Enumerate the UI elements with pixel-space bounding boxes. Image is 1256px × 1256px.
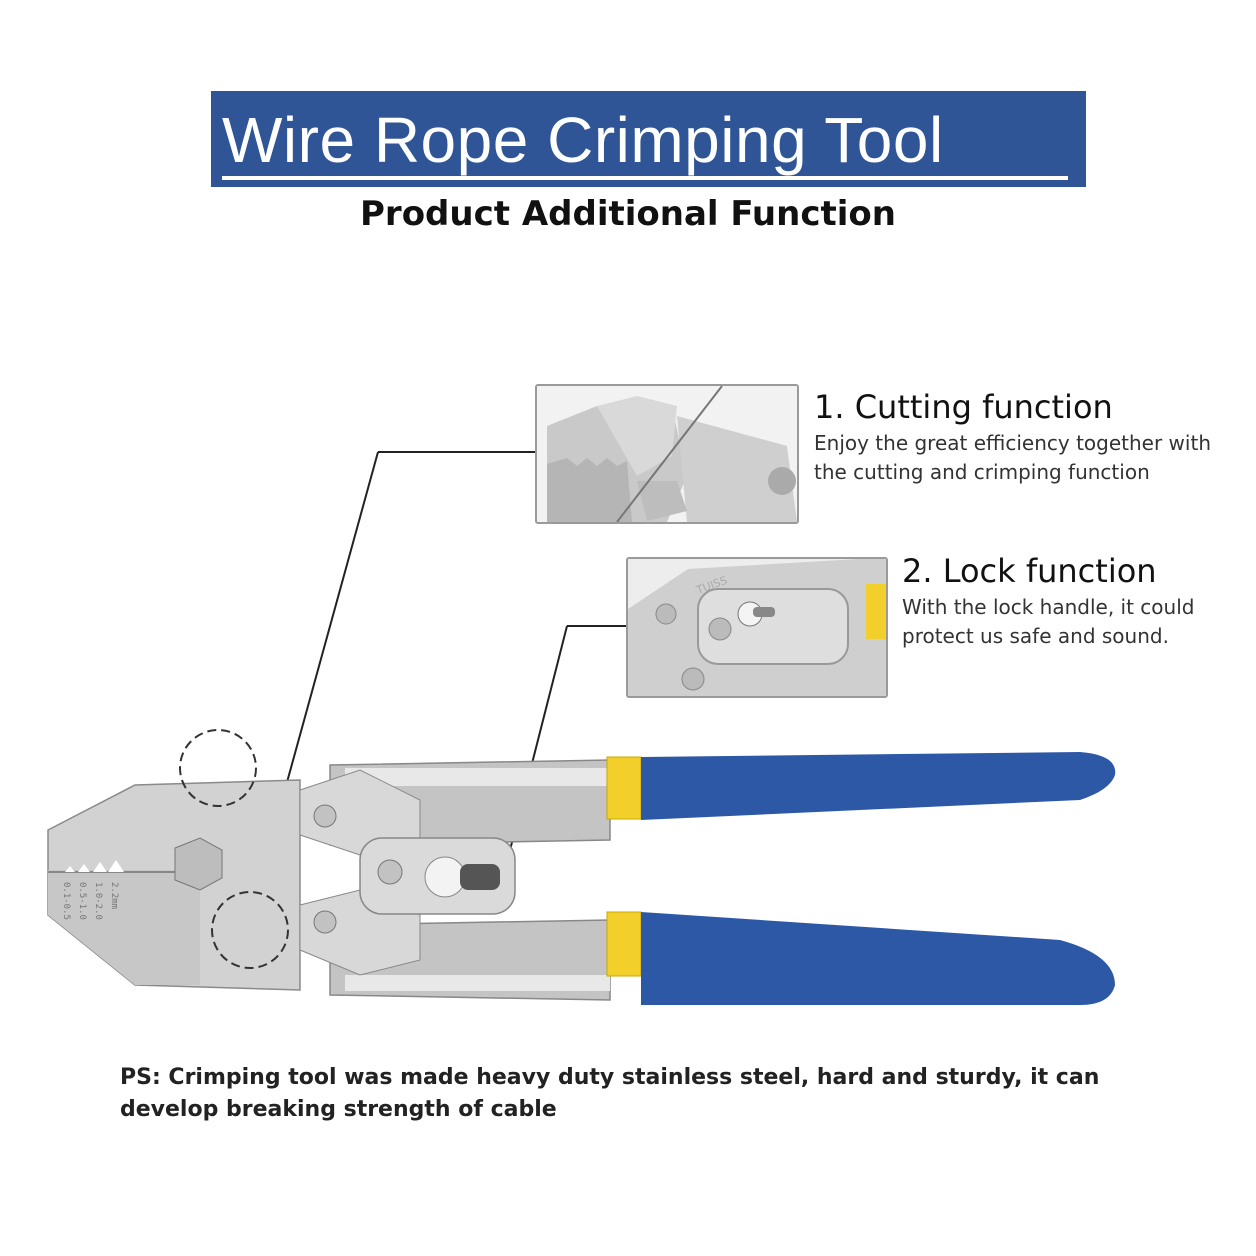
cutting-closeup-image (535, 384, 799, 524)
title-underline (222, 176, 1068, 180)
cutting-jaw-illustration (537, 386, 797, 522)
ps-note: PS: Crimping tool was made heavy duty st… (120, 1065, 1100, 1122)
feature-desc-lock-line1: With the lock handle, it could (902, 595, 1195, 619)
page-subtitle: Product Additional Function (360, 194, 896, 234)
feature-desc-lock-line2: protect us safe and sound. (902, 624, 1169, 648)
feature-desc-cutting-line1: Enjoy the great efficiency together with (814, 431, 1211, 455)
feature-title-lock: 2. Lock function (902, 552, 1157, 590)
lock-closeup-image: TUISS (626, 557, 888, 698)
title-banner (211, 91, 1086, 187)
feature-title-cutting: 1. Cutting function (814, 388, 1113, 426)
feature-desc-cutting-line2: the cutting and crimping function (814, 460, 1150, 484)
page-title: Wire Rope Crimping Tool (222, 104, 944, 176)
lock-mechanism-illustration: TUISS (628, 559, 886, 696)
